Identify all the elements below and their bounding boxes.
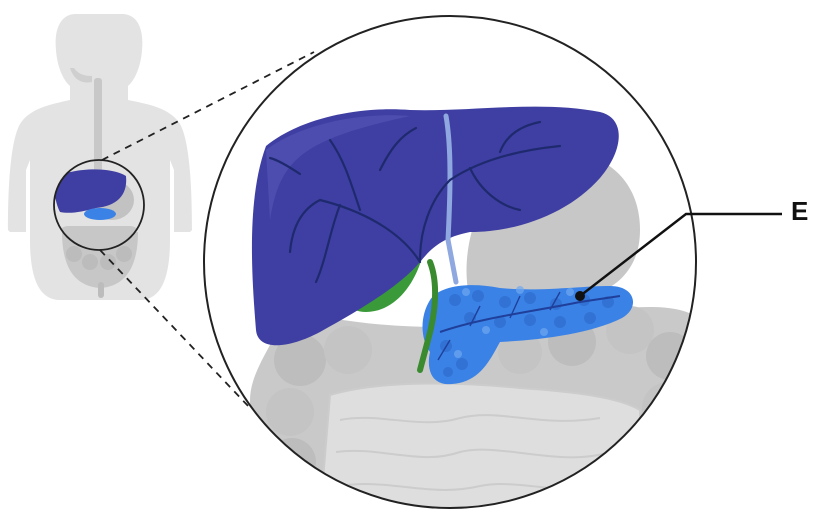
- head: [73, 16, 125, 88]
- magnified-zoom-circle: [203, 15, 697, 509]
- human-silhouette: [8, 14, 192, 300]
- hepatic-veins: [268, 120, 562, 284]
- leader-line-e: [579, 212, 782, 297]
- bile-duct: [417, 259, 439, 373]
- label-e: E: [791, 196, 809, 226]
- esophagus: [94, 78, 102, 178]
- zoom-connector-bottom: [99, 249, 251, 409]
- mouth: [70, 68, 92, 83]
- small-intestine: [318, 382, 641, 508]
- small-zoom-circle: [53, 159, 145, 251]
- leader-dot-e: [575, 291, 585, 301]
- zoom-connector-top: [101, 51, 315, 161]
- pancreas: [422, 285, 634, 385]
